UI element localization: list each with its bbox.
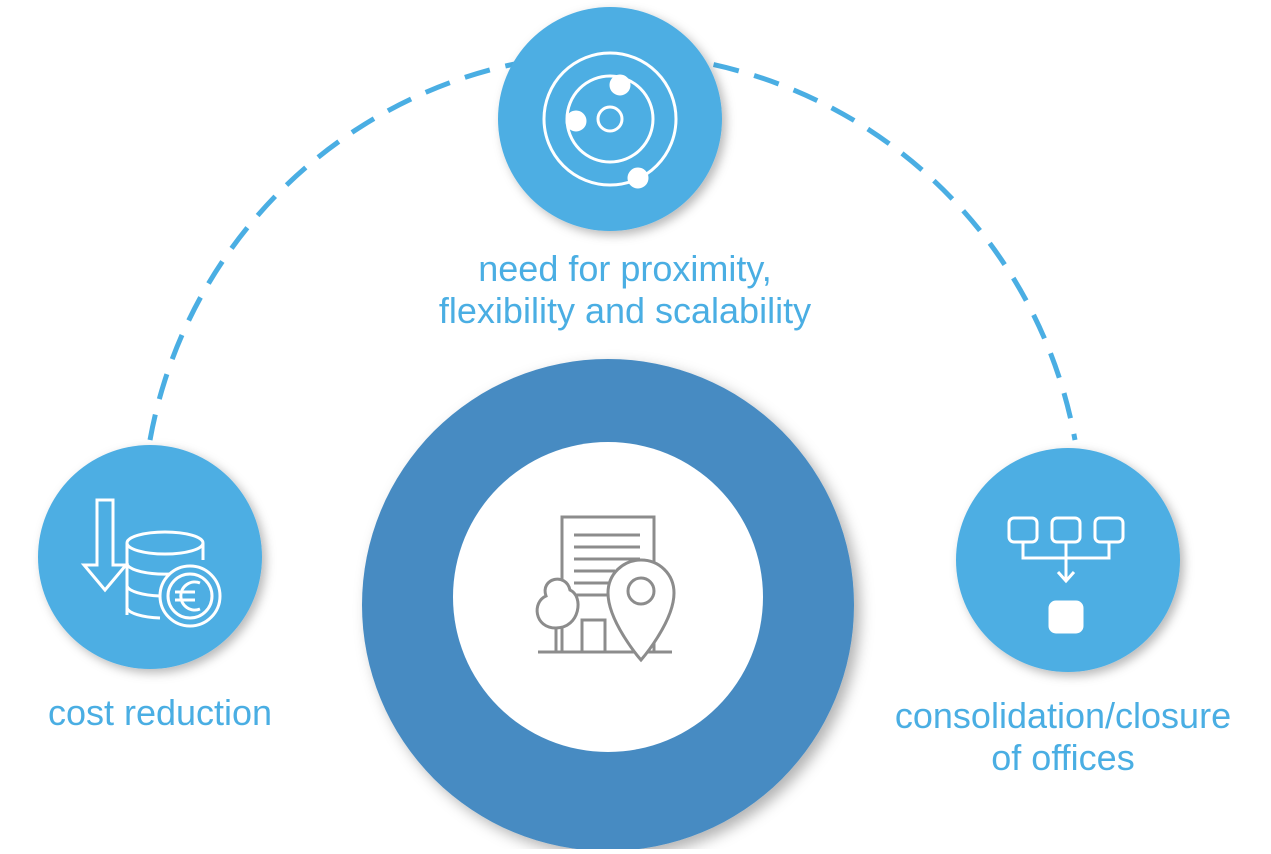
node-proximity [498,7,722,231]
orbit-icon [542,51,678,189]
node-cost-reduction [38,445,262,669]
consolidation-icon [1007,516,1125,634]
label-consolidation: consolidation/closure of offices [855,695,1271,779]
label-proximity-line1: need for proximity, [478,248,772,289]
euro-cost-down-icon [80,498,222,628]
label-cost-reduction-text: cost reduction [47,692,273,733]
label-proximity: need for proximity, flexibility and scal… [355,248,895,332]
node-consolidation [956,448,1180,672]
label-consolidation-line1: consolidation/closure [894,695,1232,736]
label-consolidation-line2: of offices [991,737,1135,778]
building-location-icon [535,515,676,663]
label-proximity-line2: flexibility and scalability [438,290,812,331]
node-center [362,359,854,851]
label-cost-reduction: cost reduction [0,692,320,734]
